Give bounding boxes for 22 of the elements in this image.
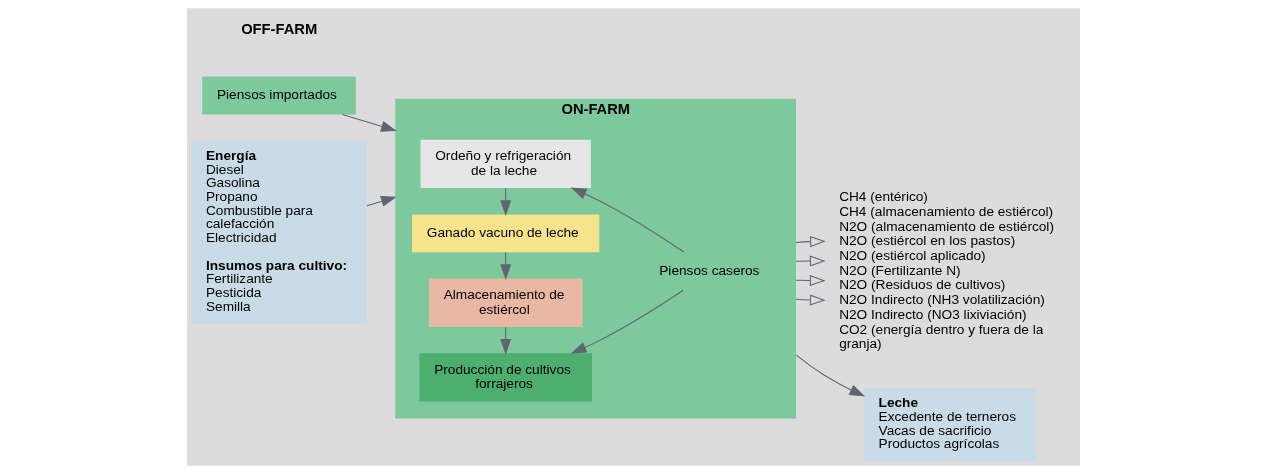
label: OFF-FARM [240, 21, 317, 38]
arrow [570, 289, 684, 354]
arrow [499, 187, 511, 216]
node-box: Producción de cultivos forrajeros [418, 353, 592, 402]
node-box: Ganado vacuno de leche [411, 214, 599, 253]
node-text: CH4 (entérico) CH4 (almacenamiento de estiércol) N2O (almacenamiento de estiércol) N2O (estiércol en los pastos) N2O (estiércol aplicado) N2O (Fertilizante N) N2O (Residuos de cultivos) N2O Indirecto (NH3 volatilización) N2O Indirecto (NO3 lixiviación) CO2 (energía dentro y fuera de la granja) [838, 189, 1054, 352]
node-box: Almacenamiento de estiércol [428, 278, 582, 327]
arrow [795, 255, 826, 267]
arrow [570, 187, 684, 253]
node-box: Energía Diesel Gasolina Propano Combustible para calefacción Electricidad Insumos para cultivo: Fertilizante Pesticida Semilla [190, 140, 367, 324]
node-text: Piensos caseros [658, 262, 759, 278]
arrow [365, 196, 397, 207]
arrow [795, 354, 865, 397]
node-box: Piensos importados [201, 76, 356, 115]
arrow [499, 251, 511, 280]
node-box: Ordeño y refrigeración de la leche [420, 139, 591, 189]
arrow [499, 326, 511, 355]
arrow [795, 236, 826, 248]
node-box: Leche Excedente de terneros Vacas de sacrificio Productos agrícolas [863, 387, 1036, 462]
arrow [795, 275, 826, 287]
arrow [341, 113, 397, 132]
arrow [795, 294, 826, 306]
